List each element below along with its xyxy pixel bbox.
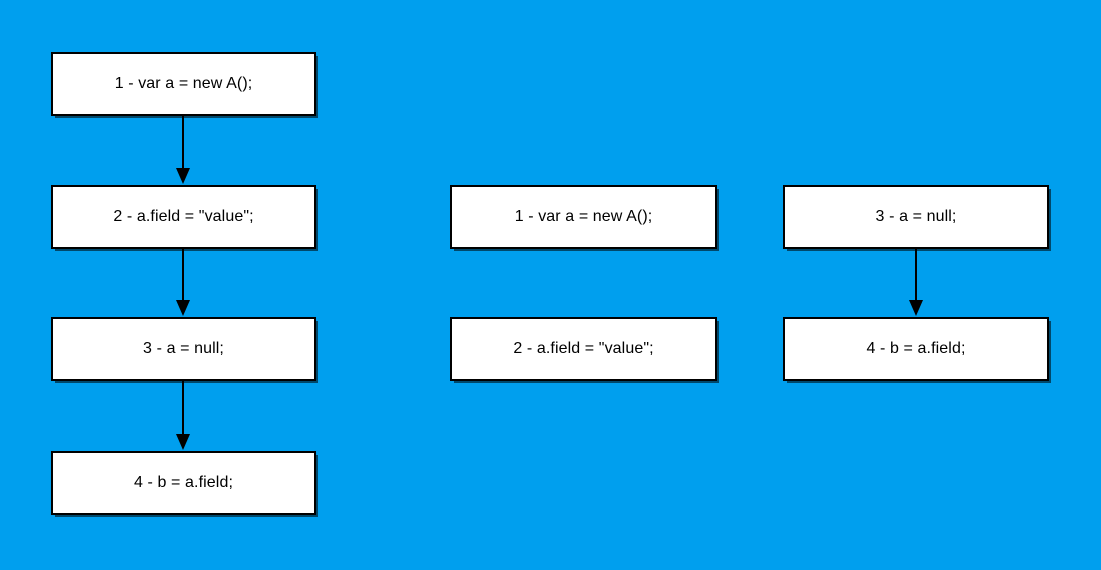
node-label: 4 - b = a.field; — [866, 340, 966, 358]
node-right-1[interactable]: 3 - a = null; — [783, 185, 1049, 249]
edge-left-2-to-3 — [176, 249, 190, 316]
node-label: 2 - a.field = "value"; — [113, 208, 254, 226]
edge-left-3-to-4 — [176, 381, 190, 450]
node-right-2[interactable]: 4 - b = a.field; — [783, 317, 1049, 381]
edge-right-1-to-2 — [909, 249, 923, 316]
node-middle-1[interactable]: 1 - var a = new A(); — [450, 185, 717, 249]
edge-left-1-to-2 — [176, 116, 190, 184]
node-left-3[interactable]: 3 - a = null; — [51, 317, 316, 381]
node-left-4[interactable]: 4 - b = a.field; — [51, 451, 316, 515]
node-label: 1 - var a = new A(); — [114, 75, 253, 93]
node-label: 2 - a.field = "value"; — [513, 340, 654, 358]
node-label: 3 - a = null; — [875, 208, 957, 226]
node-label: 3 - a = null; — [143, 340, 224, 358]
node-label: 1 - var a = new A(); — [514, 208, 653, 226]
node-label: 4 - b = a.field; — [134, 474, 233, 492]
node-left-1[interactable]: 1 - var a = new A(); — [51, 52, 316, 116]
node-middle-2[interactable]: 2 - a.field = "value"; — [450, 317, 717, 381]
node-left-2[interactable]: 2 - a.field = "value"; — [51, 185, 316, 249]
